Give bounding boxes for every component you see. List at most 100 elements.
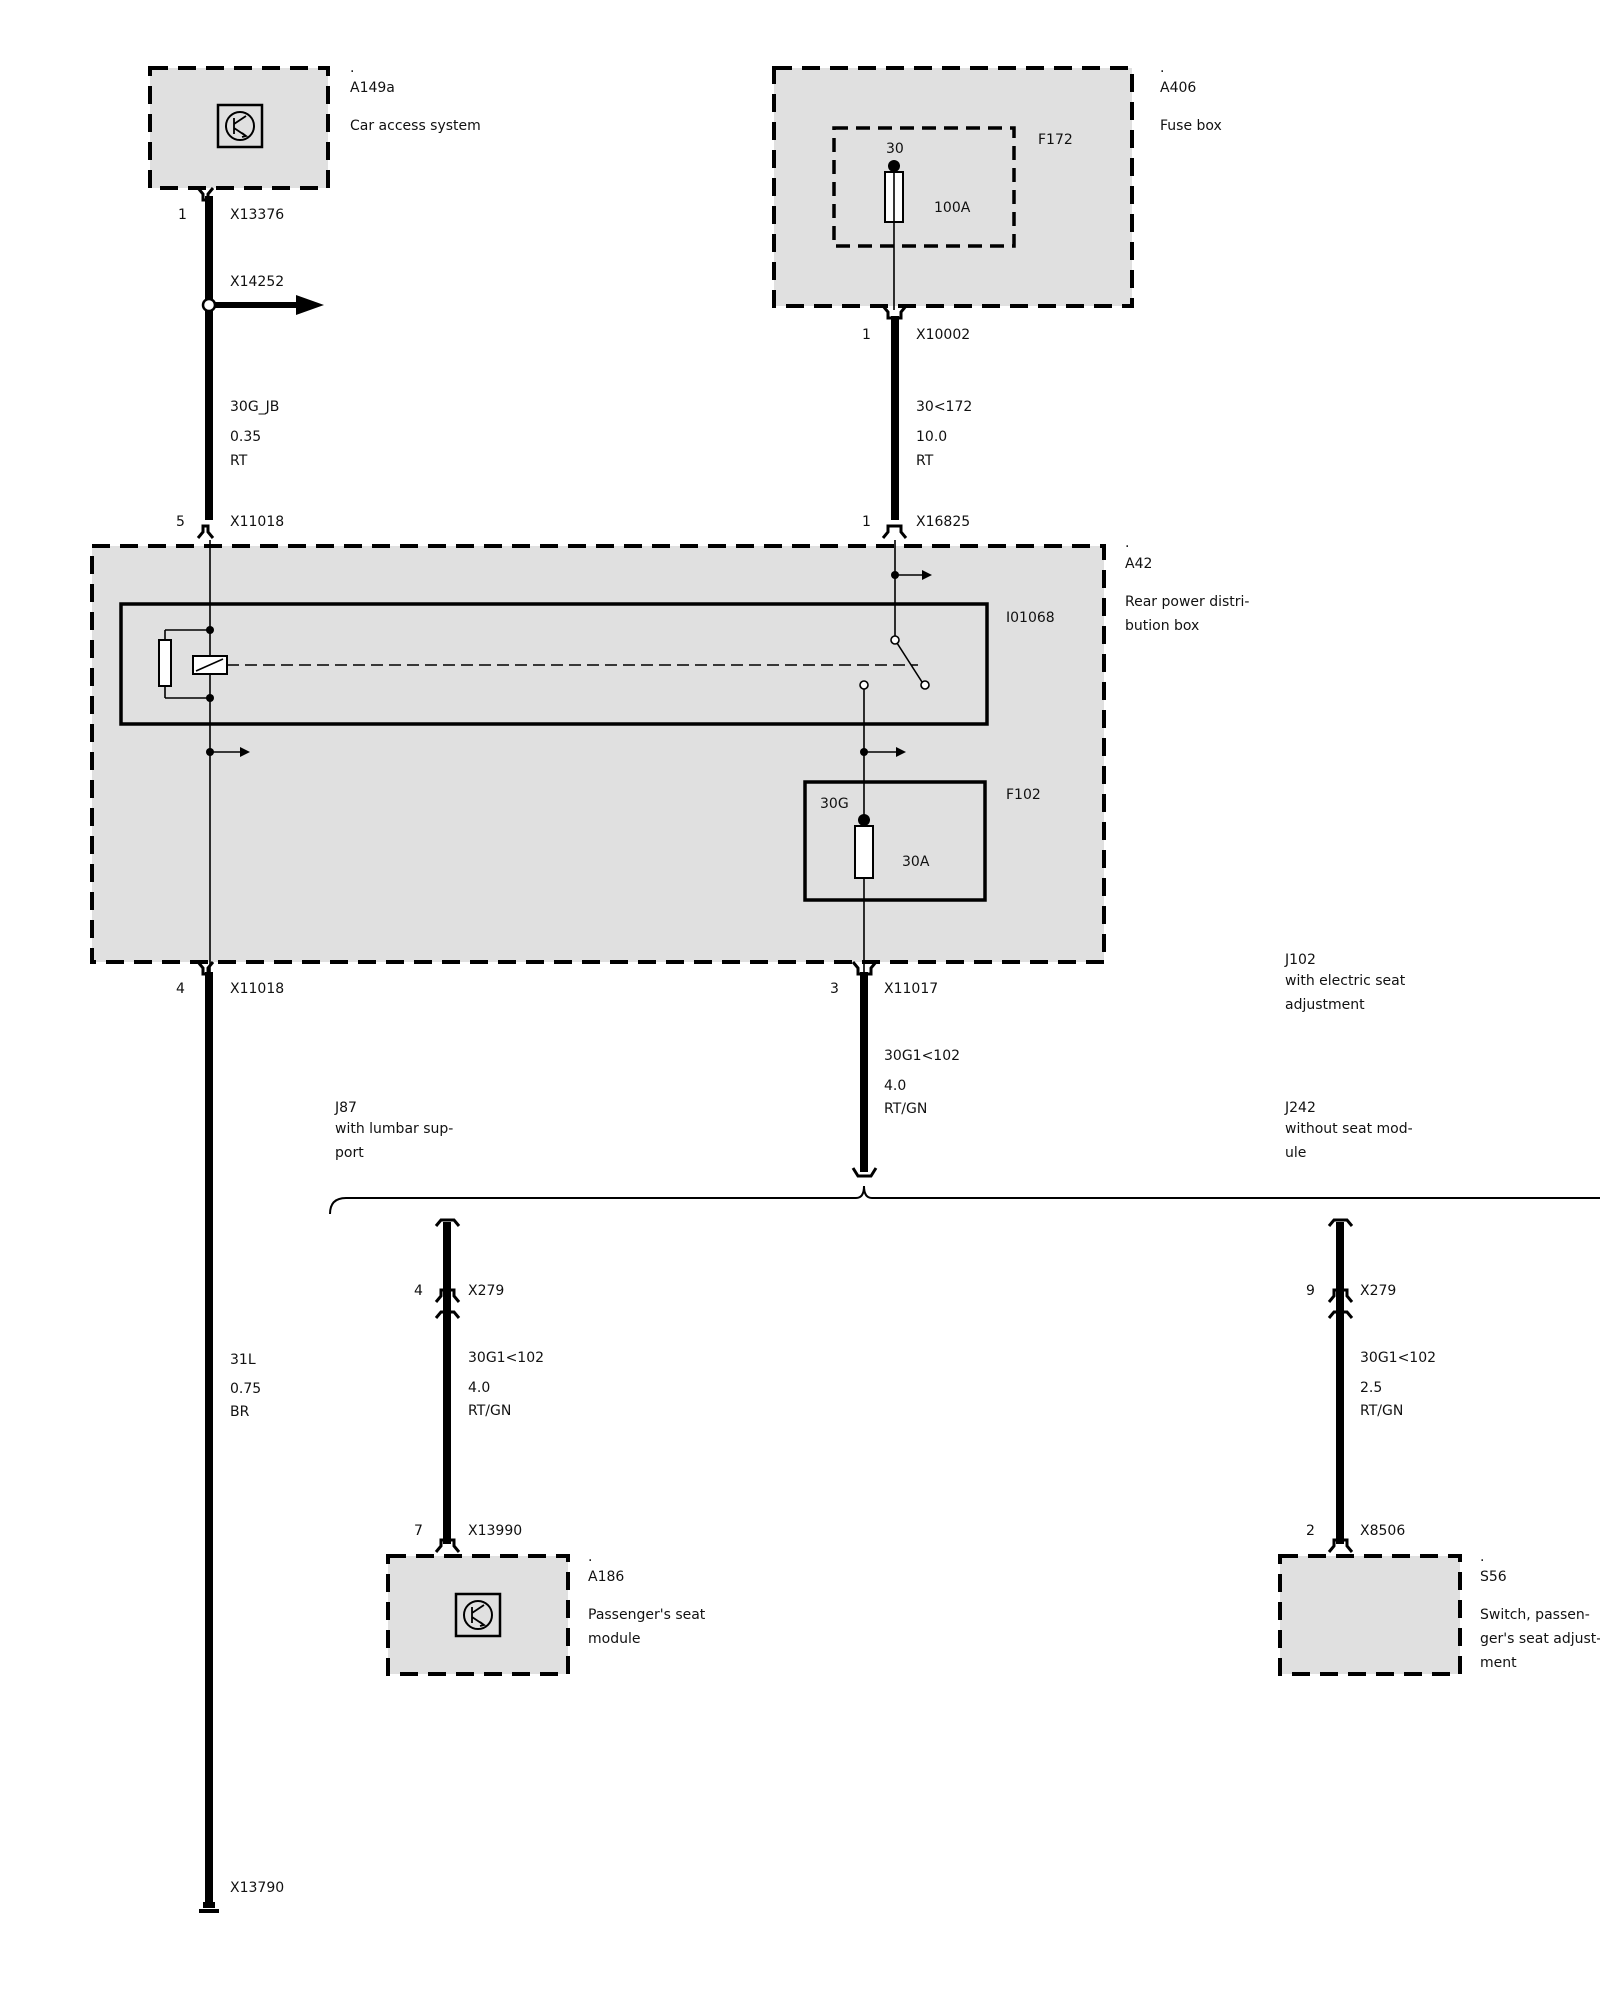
- a149a-dot: .: [350, 60, 354, 76]
- control-unit-icon: [454, 1592, 502, 1638]
- a406-id: A406: [1160, 80, 1196, 96]
- wire-color: RT: [230, 453, 248, 469]
- component-a149a[interactable]: . A149a Car access system: [148, 60, 481, 190]
- a42-housing: [90, 544, 1106, 964]
- fuse-f172-id: F172: [1038, 132, 1073, 148]
- wire-color: RT/GN: [884, 1101, 927, 1117]
- option-j87-code: J87: [334, 1100, 357, 1116]
- wire-signal: 30G1<102: [1360, 1350, 1436, 1366]
- wire-signal: 30G1<102: [884, 1048, 960, 1064]
- option-j102-line1: with electric seat: [1285, 973, 1406, 989]
- wire-gauge: 4.0: [468, 1380, 490, 1396]
- pin-x16825: 1: [862, 514, 871, 530]
- option-j102: J102 with electric seat adjustment: [1284, 952, 1406, 1013]
- option-j242-code: J242: [1284, 1100, 1316, 1116]
- connector-x11018-in: X11018: [230, 514, 284, 530]
- connector-x13790: X13790: [230, 1880, 284, 1896]
- connector-x279-b: X279: [1360, 1283, 1396, 1299]
- relay-switch-icon: [859, 540, 930, 690]
- relay-i01068-id: I01068: [1006, 610, 1055, 626]
- wire-signal: 30<172: [916, 399, 972, 415]
- fuse-f172-rating: 100A: [934, 200, 971, 216]
- wire-gauge: 0.75: [230, 1381, 261, 1397]
- wire-color: BR: [230, 1404, 250, 1420]
- a42-name-line2: bution box: [1125, 618, 1199, 634]
- pin-x11018-out: 4: [176, 981, 185, 997]
- wire-start-break: [1327, 1218, 1354, 1227]
- connector-x16825: X16825: [916, 514, 970, 530]
- wire-gauge: 2.5: [1360, 1380, 1382, 1396]
- relay-i01068-frame: [119, 602, 989, 726]
- wire-color: RT: [916, 453, 934, 469]
- option-brace: [329, 1185, 1600, 1215]
- connector-x8506: X8506: [1360, 1523, 1405, 1539]
- pin-x13376: 1: [178, 207, 187, 223]
- crimp-x13990: [434, 1538, 461, 1553]
- connector-x11017: X11017: [884, 981, 938, 997]
- a149a-name: Car access system: [350, 118, 481, 134]
- wire-color: RT/GN: [468, 1403, 511, 1419]
- option-j102-line2: adjustment: [1285, 997, 1365, 1013]
- relay-coil-icon: [158, 626, 228, 702]
- pin-x279-a: 4: [414, 1283, 423, 1299]
- wire-gauge: 0.35: [230, 429, 261, 445]
- component-a186[interactable]: . A186 Passenger's seat module: [386, 1549, 706, 1676]
- crimp-x16825: [881, 524, 908, 539]
- wire-end-break: [851, 1167, 878, 1178]
- wire-gauge: 4.0: [884, 1078, 906, 1094]
- fuse-f102-terminal: 30G: [820, 796, 849, 812]
- s56-dot: .: [1480, 1549, 1484, 1565]
- a149a-id: A149a: [350, 80, 395, 96]
- connector-x14252: X14252: [230, 274, 284, 290]
- s56-id: S56: [1480, 1569, 1507, 1585]
- pin-x13990: 7: [414, 1523, 423, 1539]
- a186-id: A186: [588, 1569, 624, 1585]
- a186-housing: [386, 1554, 570, 1676]
- connector-x11018-out: X11018: [230, 981, 284, 997]
- a406-name: Fuse box: [1160, 118, 1222, 134]
- a149a-housing: [148, 66, 330, 190]
- component-a406[interactable]: . A406 Fuse box F172 30 100A: [772, 60, 1222, 310]
- crimp-x279-a-bottom: [434, 1310, 461, 1319]
- option-j102-code: J102: [1284, 952, 1316, 968]
- connector-x13376: X13376: [230, 207, 284, 223]
- option-j242: J242 without seat mod- ule: [1284, 1100, 1413, 1161]
- option-j87: J87 with lumbar sup- port: [334, 1100, 453, 1161]
- wire-30g1-102-main[interactable]: [851, 961, 878, 1178]
- option-j242-line2: ule: [1285, 1145, 1306, 1161]
- wire-30-172[interactable]: [881, 305, 908, 539]
- fuse-f172-frame: [832, 126, 1016, 248]
- wire-31l[interactable]: [196, 961, 219, 1913]
- wire-30g-jb[interactable]: [196, 187, 324, 539]
- option-j242-line1: without seat mod-: [1285, 1121, 1413, 1137]
- wire-start-break: [434, 1218, 461, 1227]
- a42-id: A42: [1125, 556, 1152, 572]
- a406-housing: [772, 66, 1134, 308]
- pin-x11018-in: 5: [176, 514, 185, 530]
- option-j87-line1: with lumbar sup-: [335, 1121, 453, 1137]
- wire-30g1-102-seat-module[interactable]: [434, 1218, 461, 1553]
- pin-x279-b: 9: [1306, 1283, 1315, 1299]
- wire-30g1-102-switch[interactable]: [1327, 1218, 1354, 1553]
- crimp-x11018-in: [196, 524, 215, 539]
- wire-signal: 31L: [230, 1352, 256, 1368]
- pin-x11017: 3: [830, 981, 839, 997]
- option-j87-line2: port: [335, 1145, 364, 1161]
- s56-name-line1: Switch, passen-: [1480, 1607, 1590, 1623]
- component-s56[interactable]: . S56 Switch, passen- ger's seat adjust-…: [1278, 1549, 1600, 1676]
- component-a42[interactable]: . A42 Rear power distri- bution box I010…: [90, 535, 1249, 975]
- fuse-terminal-dot: [888, 160, 900, 172]
- a186-name-line2: module: [588, 1631, 640, 1647]
- wire-signal: 30G_JB: [230, 399, 279, 415]
- wire-gauge: 10.0: [916, 429, 947, 445]
- fuse-terminal-dot: [858, 814, 870, 826]
- wire-signal: 30G1<102: [468, 1350, 544, 1366]
- connector-x13990: X13990: [468, 1523, 522, 1539]
- crimp-x279-b-bottom: [1327, 1310, 1354, 1319]
- s56-name-line2: ger's seat adjust-: [1480, 1631, 1600, 1647]
- a186-dot: .: [588, 1549, 592, 1565]
- splice-x14252: [201, 297, 217, 313]
- a42-dot: .: [1125, 535, 1129, 551]
- s56-name-line3: ment: [1480, 1655, 1517, 1671]
